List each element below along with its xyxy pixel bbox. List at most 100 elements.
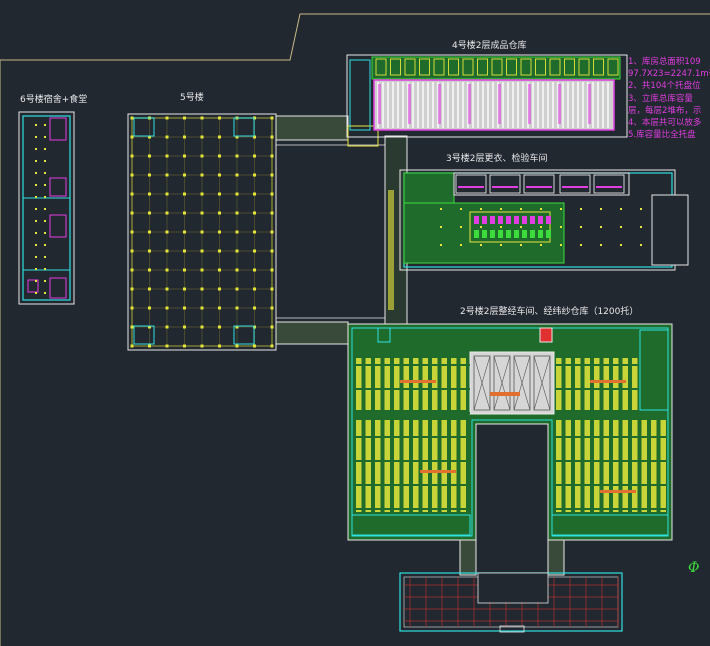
column-mark: [44, 160, 46, 162]
column-mark: [200, 268, 204, 272]
column-mark: [35, 220, 37, 222]
column-mark: [500, 244, 502, 246]
column-mark: [183, 116, 186, 120]
column-mark: [270, 325, 274, 329]
equipment: [546, 216, 551, 224]
yarn-rack: [403, 358, 409, 410]
equipment: [506, 216, 511, 224]
note-line: 5.库容量比全托盘: [628, 130, 696, 141]
yarn-rack: [565, 358, 571, 410]
building-1: [399, 539, 623, 633]
building-5-title: 5号楼: [180, 93, 204, 103]
building-6: [18, 111, 75, 305]
column-mark: [218, 287, 221, 291]
building-3: [399, 169, 689, 271]
column-mark: [253, 135, 256, 139]
yarn-rack: [613, 420, 619, 512]
yarn-rack: [632, 358, 638, 410]
yarn-rack: [594, 420, 600, 512]
building-4-title: 4号楼2层成品仓库: [452, 41, 527, 51]
building-3-title: 3号楼2层更衣、检验车间: [446, 154, 548, 164]
column-mark: [270, 116, 274, 120]
column-mark: [148, 173, 151, 177]
column-mark: [235, 287, 239, 291]
column-mark: [560, 226, 562, 228]
yarn-rack: [575, 420, 581, 512]
column-mark: [130, 154, 134, 158]
rack-bay: [549, 58, 561, 76]
building-6-title: 6号楼宿舍+食堂: [20, 95, 88, 105]
column-mark: [253, 249, 256, 253]
column-mark: [200, 192, 204, 196]
column-mark: [600, 226, 602, 228]
column-mark: [165, 287, 169, 291]
column-mark: [200, 287, 204, 291]
column-mark: [235, 325, 239, 329]
yarn-rack: [441, 358, 447, 410]
note-line: 层，每层2堆布，示: [628, 105, 702, 116]
rack-bay: [607, 58, 619, 76]
column-mark: [183, 268, 186, 272]
rack-bay: [419, 58, 430, 76]
aisle-mark: [378, 84, 381, 124]
yarn-rack: [565, 420, 571, 512]
column-mark: [235, 230, 239, 234]
column-mark: [520, 244, 522, 246]
column-mark: [165, 135, 169, 139]
column-mark: [35, 148, 37, 150]
column-mark: [148, 211, 151, 215]
rack-bay: [477, 58, 488, 76]
column-mark: [148, 192, 151, 196]
column-mark: [620, 244, 622, 246]
storage-notes: 1、库房总面积109 97.7X23=2247.1m² 2、共104个托盘位 3…: [628, 56, 710, 141]
column-mark: [44, 136, 46, 138]
column-mark: [148, 268, 151, 272]
column-mark: [165, 230, 169, 234]
column-mark: [200, 154, 204, 158]
column-mark: [44, 268, 46, 270]
room: [455, 174, 487, 194]
column-mark: [35, 280, 37, 282]
column-mark: [35, 256, 37, 258]
column-mark: [165, 249, 169, 253]
equipment: [530, 230, 535, 238]
equipment: [546, 230, 551, 238]
column-mark: [540, 226, 542, 228]
column-mark: [270, 173, 274, 177]
warping-machine: [533, 355, 551, 411]
yarn-rack: [556, 358, 562, 410]
building-5: [127, 113, 277, 351]
column-mark: [165, 154, 169, 158]
machine-line: [473, 355, 491, 411]
column-mark: [130, 249, 134, 253]
aisle-mark: [498, 84, 501, 124]
column-mark: [270, 154, 274, 158]
pallet-mark: [600, 490, 636, 493]
column-mark: [35, 172, 37, 174]
column-mark: [200, 325, 204, 329]
column-mark: [148, 344, 151, 348]
yarn-rack: [594, 358, 600, 410]
column-mark: [35, 160, 37, 162]
equipment: [490, 392, 520, 396]
column-mark: [200, 230, 204, 234]
column-mark: [183, 325, 186, 329]
yarn-rack: [394, 420, 400, 512]
yarn-rack: [413, 420, 419, 512]
aisle-mark: [588, 84, 591, 124]
column-mark: [165, 306, 169, 310]
yarn-rack: [460, 358, 466, 410]
column-mark: [235, 173, 239, 177]
column-mark: [640, 208, 642, 210]
column-mark: [200, 211, 204, 215]
column-mark: [520, 226, 522, 228]
yarn-rack: [451, 420, 457, 512]
column-mark: [44, 196, 46, 198]
yarn-rack: [422, 420, 428, 512]
column-mark: [44, 280, 46, 282]
column-mark: [218, 268, 221, 272]
column-mark: [218, 192, 221, 196]
column-mark: [460, 226, 462, 228]
